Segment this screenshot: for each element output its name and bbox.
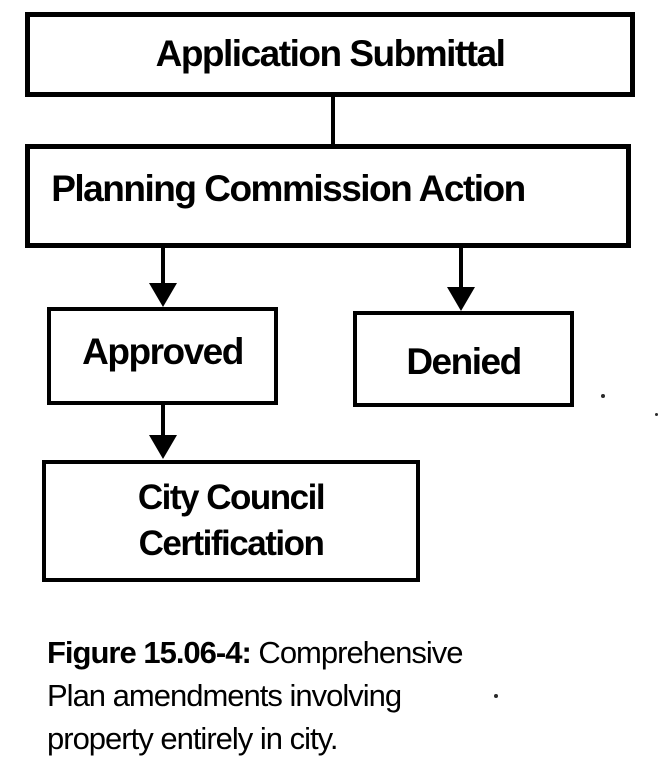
node-city-council-certification: City Council Certification [42,460,420,582]
connector-approved-to-certification [161,405,165,437]
arrow-down-icon [149,435,177,459]
figure-caption: Figure 15.06-4: Comprehensive Plan amend… [47,631,527,760]
certification-label-line-1: City Council [137,478,326,517]
scan-artifact-dot [655,413,658,416]
node-denied-label: Denied [406,340,522,382]
node-approved: Approved [47,307,278,405]
scan-artifact-dot [494,694,498,698]
connector-submittal-to-commission [331,97,335,145]
caption-line-3: property entirely in city. [47,721,338,756]
node-approved-label: Approved [82,330,244,372]
caption-line-1: Figure 15.06-4: Comprehensive [47,631,527,674]
node-application-submittal-label: Application Submittal [155,33,506,75]
connector-commission-to-denied [459,248,463,289]
figure-number-label: Figure 15.06-4: [47,635,252,670]
connector-commission-to-approved [161,248,165,285]
arrow-down-icon [447,287,475,311]
certification-label-line-2: Certification [138,524,325,563]
node-planning-commission-action-label: Planning Commission Action [51,167,526,209]
scan-artifact-dot [601,394,605,398]
node-city-council-certification-label: City Council Certification [137,475,326,567]
node-planning-commission-action: Planning Commission Action [25,144,631,248]
caption-line-1-text: Comprehensive [250,635,463,670]
caption-line-2: Plan amendments involving [47,678,402,713]
arrow-down-icon [149,283,177,307]
node-denied: Denied [353,311,574,407]
node-application-submittal: Application Submittal [25,12,635,97]
